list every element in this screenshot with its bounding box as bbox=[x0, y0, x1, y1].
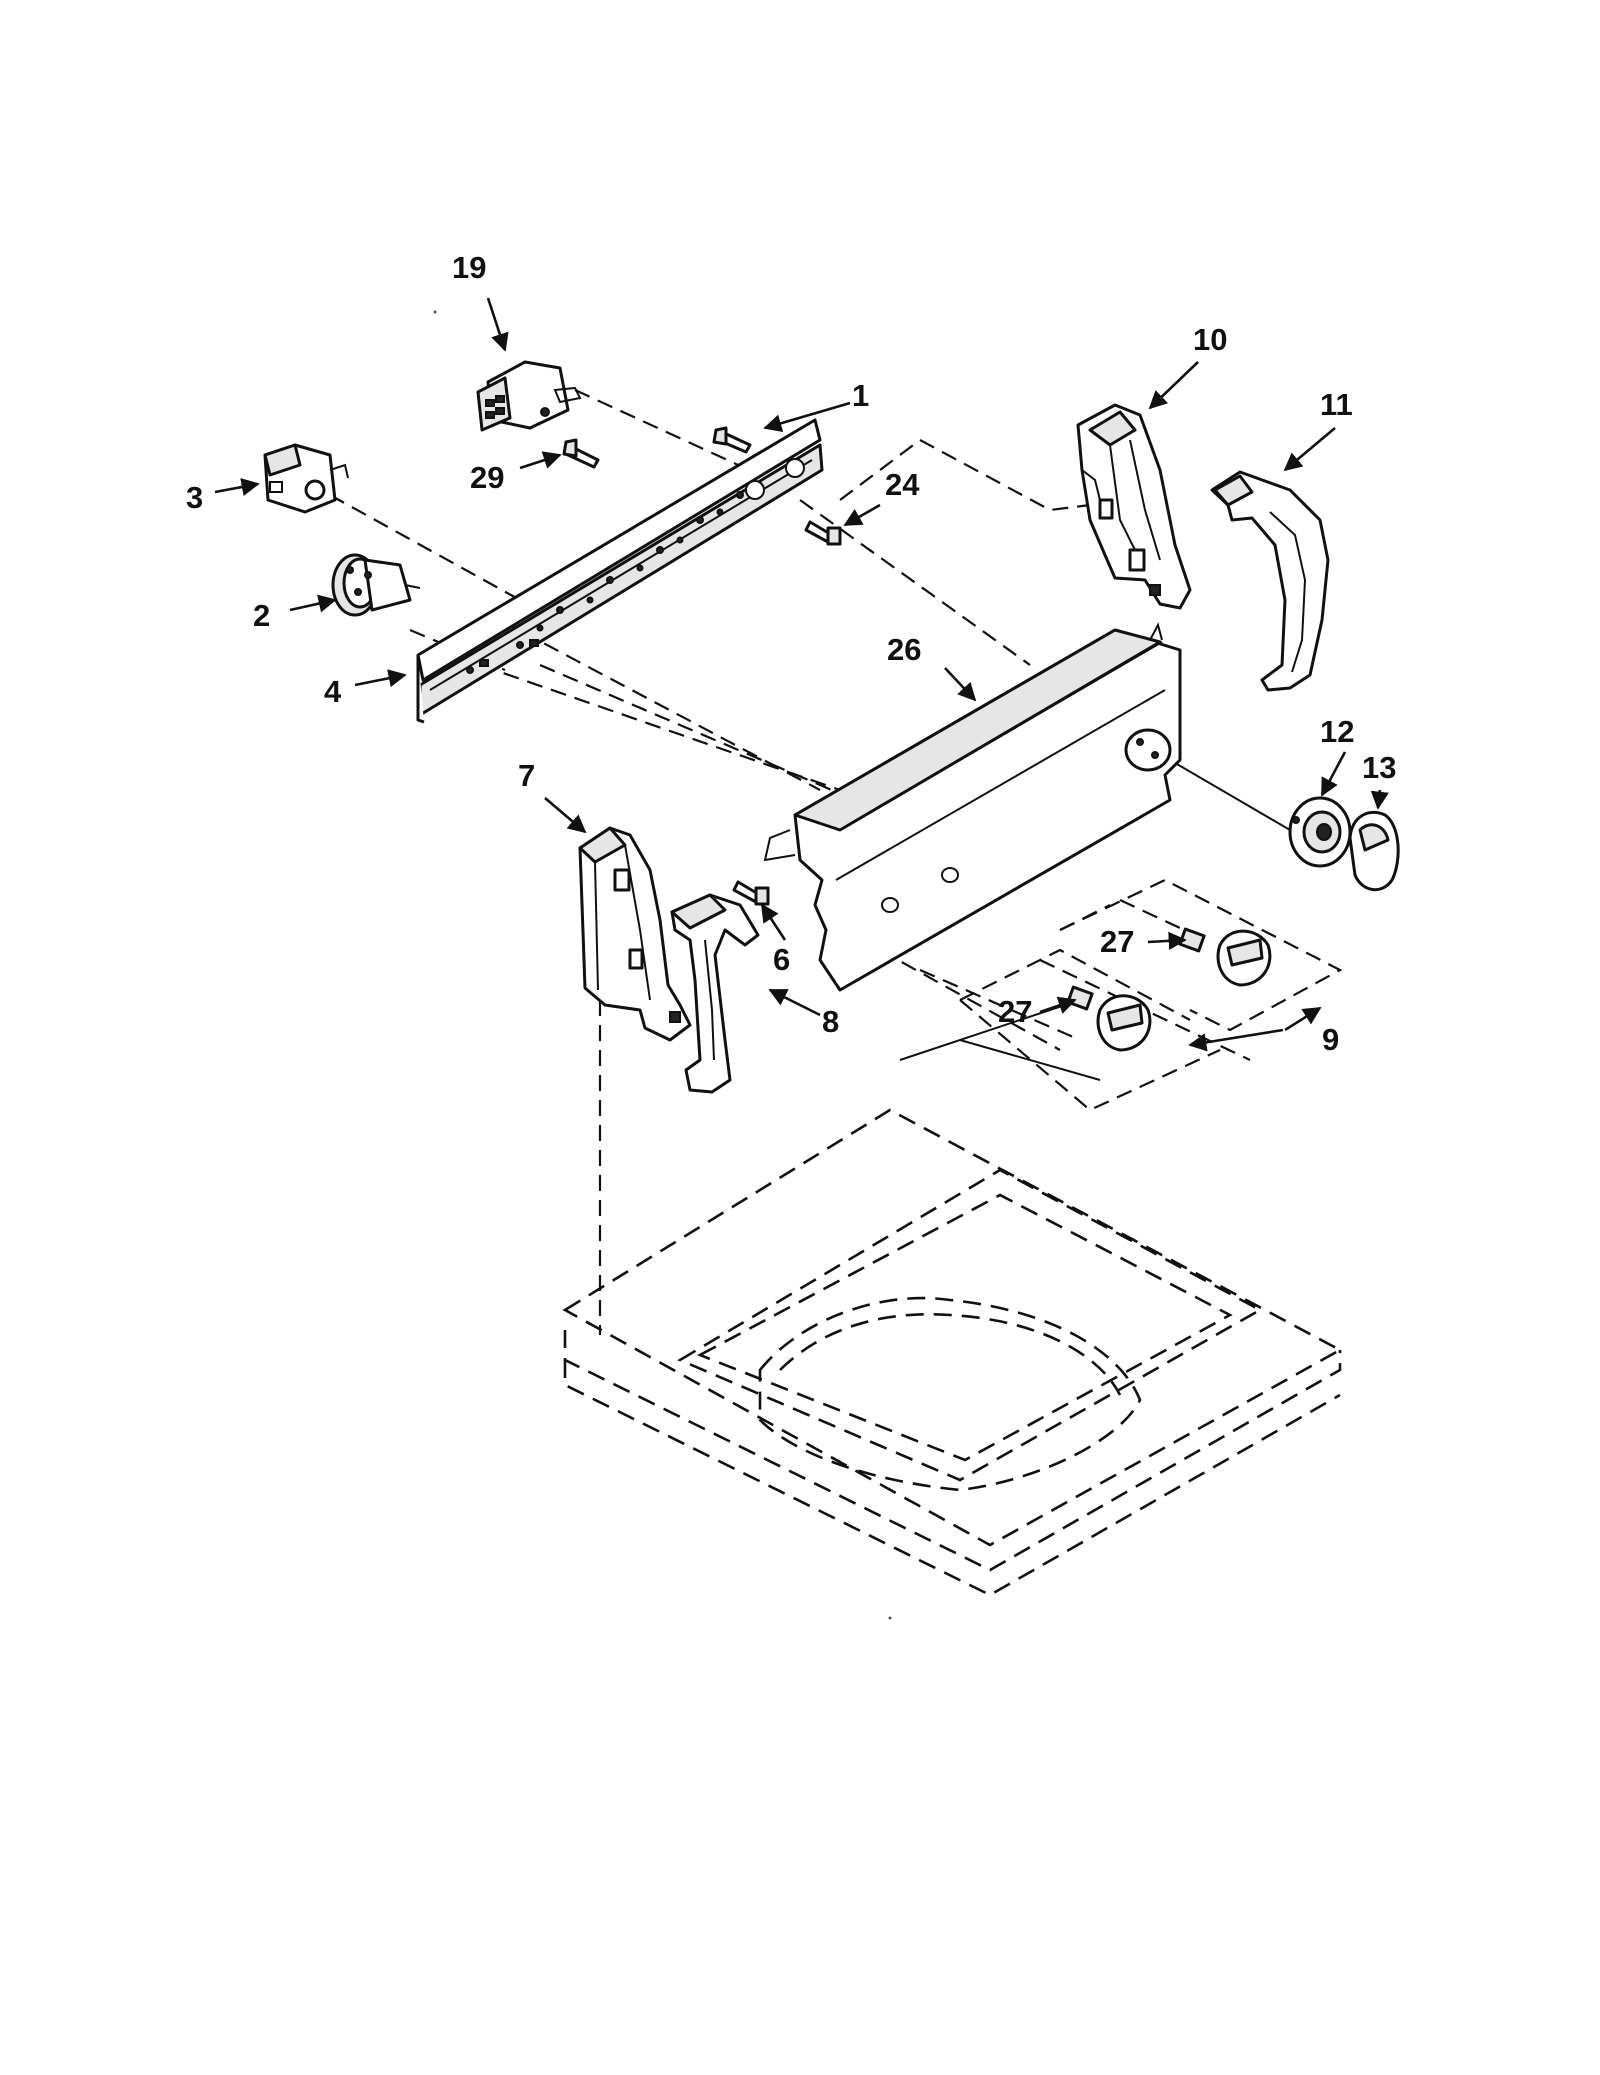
callout-26: 26 bbox=[887, 632, 921, 667]
callout-11: 11 bbox=[1320, 387, 1353, 422]
part-6-screw bbox=[732, 880, 770, 906]
part-29-screw bbox=[562, 438, 600, 469]
callout-27-lower: 27 bbox=[998, 994, 1032, 1029]
part-4-console-bracket bbox=[416, 418, 824, 724]
part-7-end-cap bbox=[578, 826, 692, 1042]
part-9-upper-knob bbox=[1216, 929, 1272, 987]
callout-27-upper: 27 bbox=[1100, 924, 1134, 959]
speck bbox=[433, 310, 437, 314]
callout-13: 13 bbox=[1362, 750, 1396, 785]
knob-group-outline bbox=[959, 878, 1343, 1112]
callout-6: 6 bbox=[773, 942, 790, 977]
callout-19: 19 bbox=[452, 250, 486, 285]
callout-10: 10 bbox=[1193, 322, 1227, 357]
part-24-screw bbox=[804, 520, 842, 546]
part-2-dial-switch bbox=[331, 553, 421, 617]
part-27-lower-spring bbox=[1066, 985, 1094, 1011]
part-26-console-panel bbox=[763, 622, 1182, 992]
callout-29: 29 bbox=[470, 460, 504, 495]
callout-labels: 19 1 29 3 2 4 24 10 11 26 12 13 7 6 8 27… bbox=[186, 250, 1396, 1057]
callout-3: 3 bbox=[186, 480, 203, 515]
speck bbox=[888, 1616, 892, 1620]
part-8-trim-handle bbox=[670, 893, 760, 1094]
callout-12: 12 bbox=[1320, 714, 1354, 749]
callout-arrows bbox=[214, 297, 1389, 1052]
part-12-knob-base bbox=[1288, 796, 1352, 868]
callout-9: 9 bbox=[1322, 1022, 1339, 1057]
part-3-switch bbox=[263, 443, 349, 514]
callout-7: 7 bbox=[518, 758, 535, 793]
callout-4: 4 bbox=[324, 674, 342, 709]
part-11-trim-handle bbox=[1210, 470, 1330, 692]
callout-2: 2 bbox=[253, 598, 270, 633]
callout-8: 8 bbox=[822, 1004, 839, 1039]
part-10-end-cap bbox=[1076, 403, 1192, 610]
part-19-switch bbox=[476, 360, 582, 432]
part-9-lower-knob bbox=[1096, 994, 1152, 1052]
part-13-knob bbox=[1348, 810, 1400, 891]
callout-1: 1 bbox=[852, 378, 869, 413]
cabinet-top-ghost bbox=[562, 1108, 1343, 1597]
callout-24: 24 bbox=[885, 467, 920, 502]
part-1-screw bbox=[712, 426, 752, 454]
